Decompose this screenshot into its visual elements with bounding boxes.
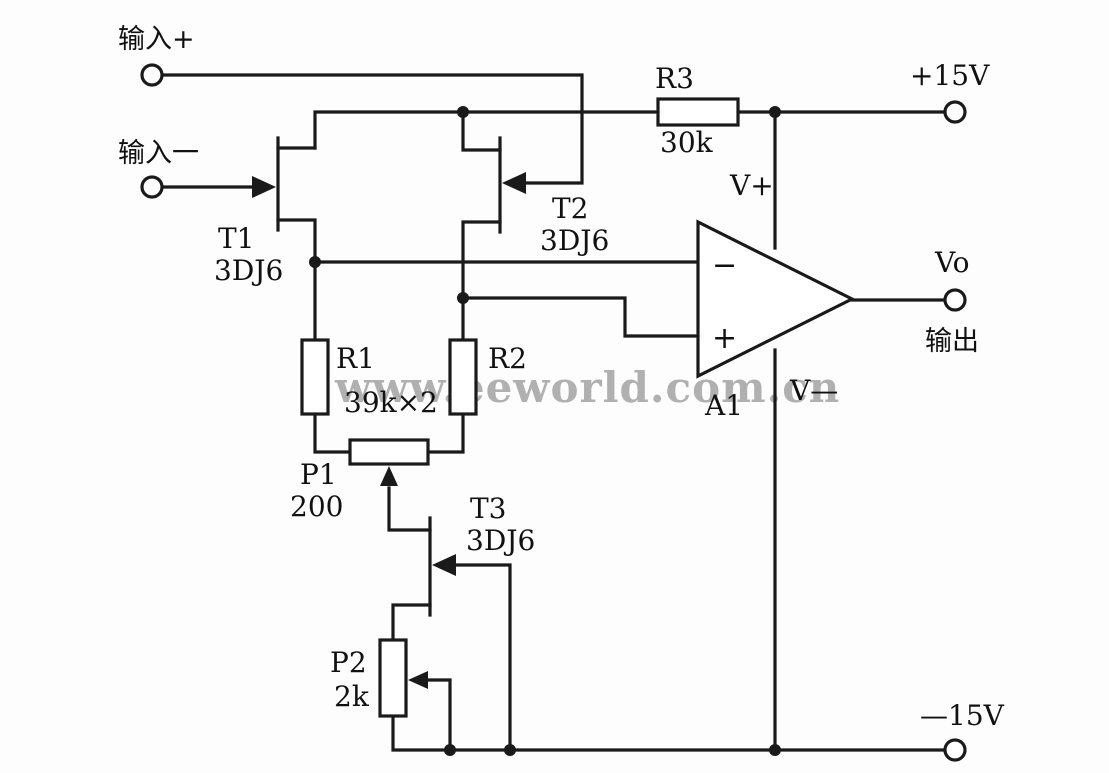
p2-wiper-arrow <box>408 671 428 689</box>
jfet-t2 <box>498 136 526 234</box>
resistor-r1 <box>300 338 330 416</box>
terminal-input-plus <box>140 63 164 87</box>
wire-p2-wiper <box>418 678 452 752</box>
label-plus15v: +15V <box>910 59 990 92</box>
wire-r2-p1 <box>426 412 465 454</box>
terminal-plus15v <box>943 100 967 124</box>
wire-t3-source <box>391 603 432 642</box>
label-r2-name: R2 <box>488 342 527 375</box>
junction-t3-gate <box>504 744 516 756</box>
label-r1-name: R1 <box>336 342 375 375</box>
wire-top-rail-left <box>313 110 660 150</box>
jfet-t3 <box>428 516 456 617</box>
label-t1-name: T1 <box>218 222 255 255</box>
label-p1-name: P1 <box>300 458 337 491</box>
wire-r1-p1 <box>313 412 352 454</box>
label-t2-name: T2 <box>552 192 589 225</box>
label-input-plus: 输入+ <box>118 24 195 55</box>
label-t2-type: 3DJ6 <box>540 224 609 257</box>
p1-wiper-arrow <box>380 466 398 486</box>
t1-gate-arrow <box>252 176 276 198</box>
label-p2-name: P2 <box>330 646 367 679</box>
wire-t3-gate <box>438 563 512 752</box>
potentiometer-p2 <box>378 638 408 718</box>
wire-input-plus <box>160 73 584 185</box>
label-t3-name: T3 <box>470 492 507 525</box>
label-opamp-name: A1 <box>704 389 743 422</box>
label-opamp-plus: + <box>712 321 737 356</box>
resistor-r2 <box>448 338 478 416</box>
resistor-r3 <box>656 97 740 127</box>
junction-t2-drain <box>457 106 469 118</box>
terminal-input-minus <box>140 175 164 199</box>
wire-t2-drain <box>461 110 502 152</box>
wire-to-noninverting <box>461 296 700 338</box>
potentiometer-p1 <box>348 438 430 466</box>
terminal-output <box>943 288 967 312</box>
label-p2-value: 2k <box>334 680 370 713</box>
opamp-a1 <box>696 219 856 379</box>
label-output: 输出 <box>925 326 979 357</box>
wire-p1-wiper <box>387 486 432 532</box>
junction-vminus <box>769 744 781 756</box>
label-vplus-pin: V+ <box>729 169 774 202</box>
junction-p2-wiper <box>444 744 456 756</box>
wire-t2-source <box>461 220 502 342</box>
junction-t1-source <box>309 256 321 268</box>
label-vo: Vo <box>934 246 970 279</box>
label-t3-type: 3DJ6 <box>466 524 535 557</box>
jfet-t1 <box>252 136 280 232</box>
t3-gate-arrow <box>432 554 456 576</box>
label-opamp-minus: − <box>712 248 737 283</box>
junction-t2-source <box>457 292 469 304</box>
t2-gate-arrow <box>502 172 526 194</box>
label-p1-value: 200 <box>290 490 343 523</box>
label-r3-value: 30k <box>660 126 714 159</box>
watermark: www.eeworld.com.cn <box>334 363 840 412</box>
junction-vplus <box>769 106 781 118</box>
label-r3-name: R3 <box>655 62 694 95</box>
label-r12-value: 39k×2 <box>344 386 438 419</box>
label-t1-type: 3DJ6 <box>214 254 283 287</box>
label-input-minus: 输入一 <box>118 138 199 169</box>
terminal-minus15v <box>943 738 967 762</box>
wire-t1-source <box>276 218 317 342</box>
label-minus15v: —15V <box>920 699 1005 732</box>
wire-bottom-rail <box>391 714 947 752</box>
label-vminus-pin: V— <box>789 374 838 407</box>
